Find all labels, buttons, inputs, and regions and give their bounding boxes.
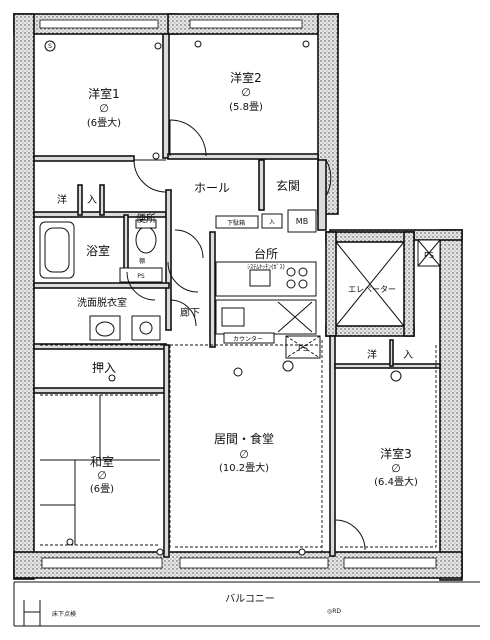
room-name-hall: ホール: [194, 181, 230, 195]
outer-walls: [13, 13, 463, 581]
balcony: [13, 581, 480, 627]
room-name-washitsu: 和室: [90, 454, 114, 469]
room-name-elevator: エレベーター: [348, 285, 396, 294]
shoe-storage-label: 入: [269, 219, 275, 226]
room-name-daidokoro: 台所: [254, 246, 278, 261]
room-name-yoshitsu2: 洋室2: [230, 70, 262, 85]
fixtures: [39, 209, 441, 359]
closet1-western-label: 洋: [57, 193, 67, 206]
tatami-lines: [40, 395, 160, 545]
room-size-washitsu: (6畳): [90, 483, 114, 495]
windows: [39, 19, 437, 569]
room-name-yoshitsu3: 洋室3: [380, 446, 412, 461]
rd-label: ◎RD: [327, 608, 341, 615]
room-name-yokushitsu: 浴室: [86, 243, 110, 258]
room-size-living: (10.2畳大): [219, 461, 269, 474]
room-labels: 洋室1 ∅ (6畳大) 洋室2 ∅ (5.8畳) 洋室3 ∅ (6.4畳大) 居…: [77, 70, 418, 605]
closet3-in-label: 入: [403, 350, 413, 361]
room-size-yoshitsu3: (6.4畳大): [374, 475, 418, 488]
room-name-balcony: バルコニー: [225, 593, 275, 605]
storage-labels: 洋 入 洋 入 入 MB PS PS PS: [57, 193, 434, 361]
underfloor-label: 床下点検: [52, 610, 76, 618]
room-symbol-yoshitsu1: ∅: [99, 102, 109, 115]
room-name-oshiire: 押入: [92, 361, 116, 375]
room-name-genkan: 玄関: [276, 178, 300, 193]
room-name-living: 居間・食堂: [214, 431, 274, 446]
dashed-lines: [40, 340, 437, 552]
kitchen-unit-label: ｼｽﾃﾑｷｯﾁﾝ(ｶﾞｽ): [247, 264, 285, 271]
geta-label: 下駄箱: [227, 219, 245, 227]
ps-top-label: PS: [424, 251, 434, 260]
closet3-western-label: 洋: [367, 348, 377, 361]
room-symbol-yoshitsu2: ∅: [241, 86, 251, 99]
room-symbol-washitsu: ∅: [97, 469, 107, 482]
closet1-in-label: 入: [87, 195, 97, 206]
room-name-senmen: 洗面脱衣室: [77, 296, 127, 309]
room-symbol-yoshitsu3: ∅: [391, 462, 401, 475]
room-name-benjo: 便所: [136, 212, 156, 225]
small-labels: ｼｽﾃﾑｷｯﾁﾝ(ｶﾞｽ) カウンター 下駄箱 床下点検 棚 ◎RD S: [48, 43, 341, 618]
s-label: S: [48, 43, 52, 50]
counter-label: カウンター: [233, 335, 263, 343]
small-symbols: [44, 40, 402, 556]
room-size-yoshitsu1: (6畳大): [87, 116, 121, 129]
interior-walls: [33, 33, 441, 558]
ps-small-label: PS: [137, 273, 145, 280]
doors: [126, 119, 366, 551]
shelf-label: 棚: [139, 257, 145, 265]
room-symbol-living: ∅: [239, 448, 249, 461]
room-name-roka: 廊下: [180, 306, 200, 319]
ps-mid-label: PS: [298, 344, 308, 353]
room-size-yoshitsu2: (5.8畳): [229, 101, 263, 113]
room-name-yoshitsu1: 洋室1: [88, 86, 120, 101]
mb-label: MB: [296, 217, 308, 226]
